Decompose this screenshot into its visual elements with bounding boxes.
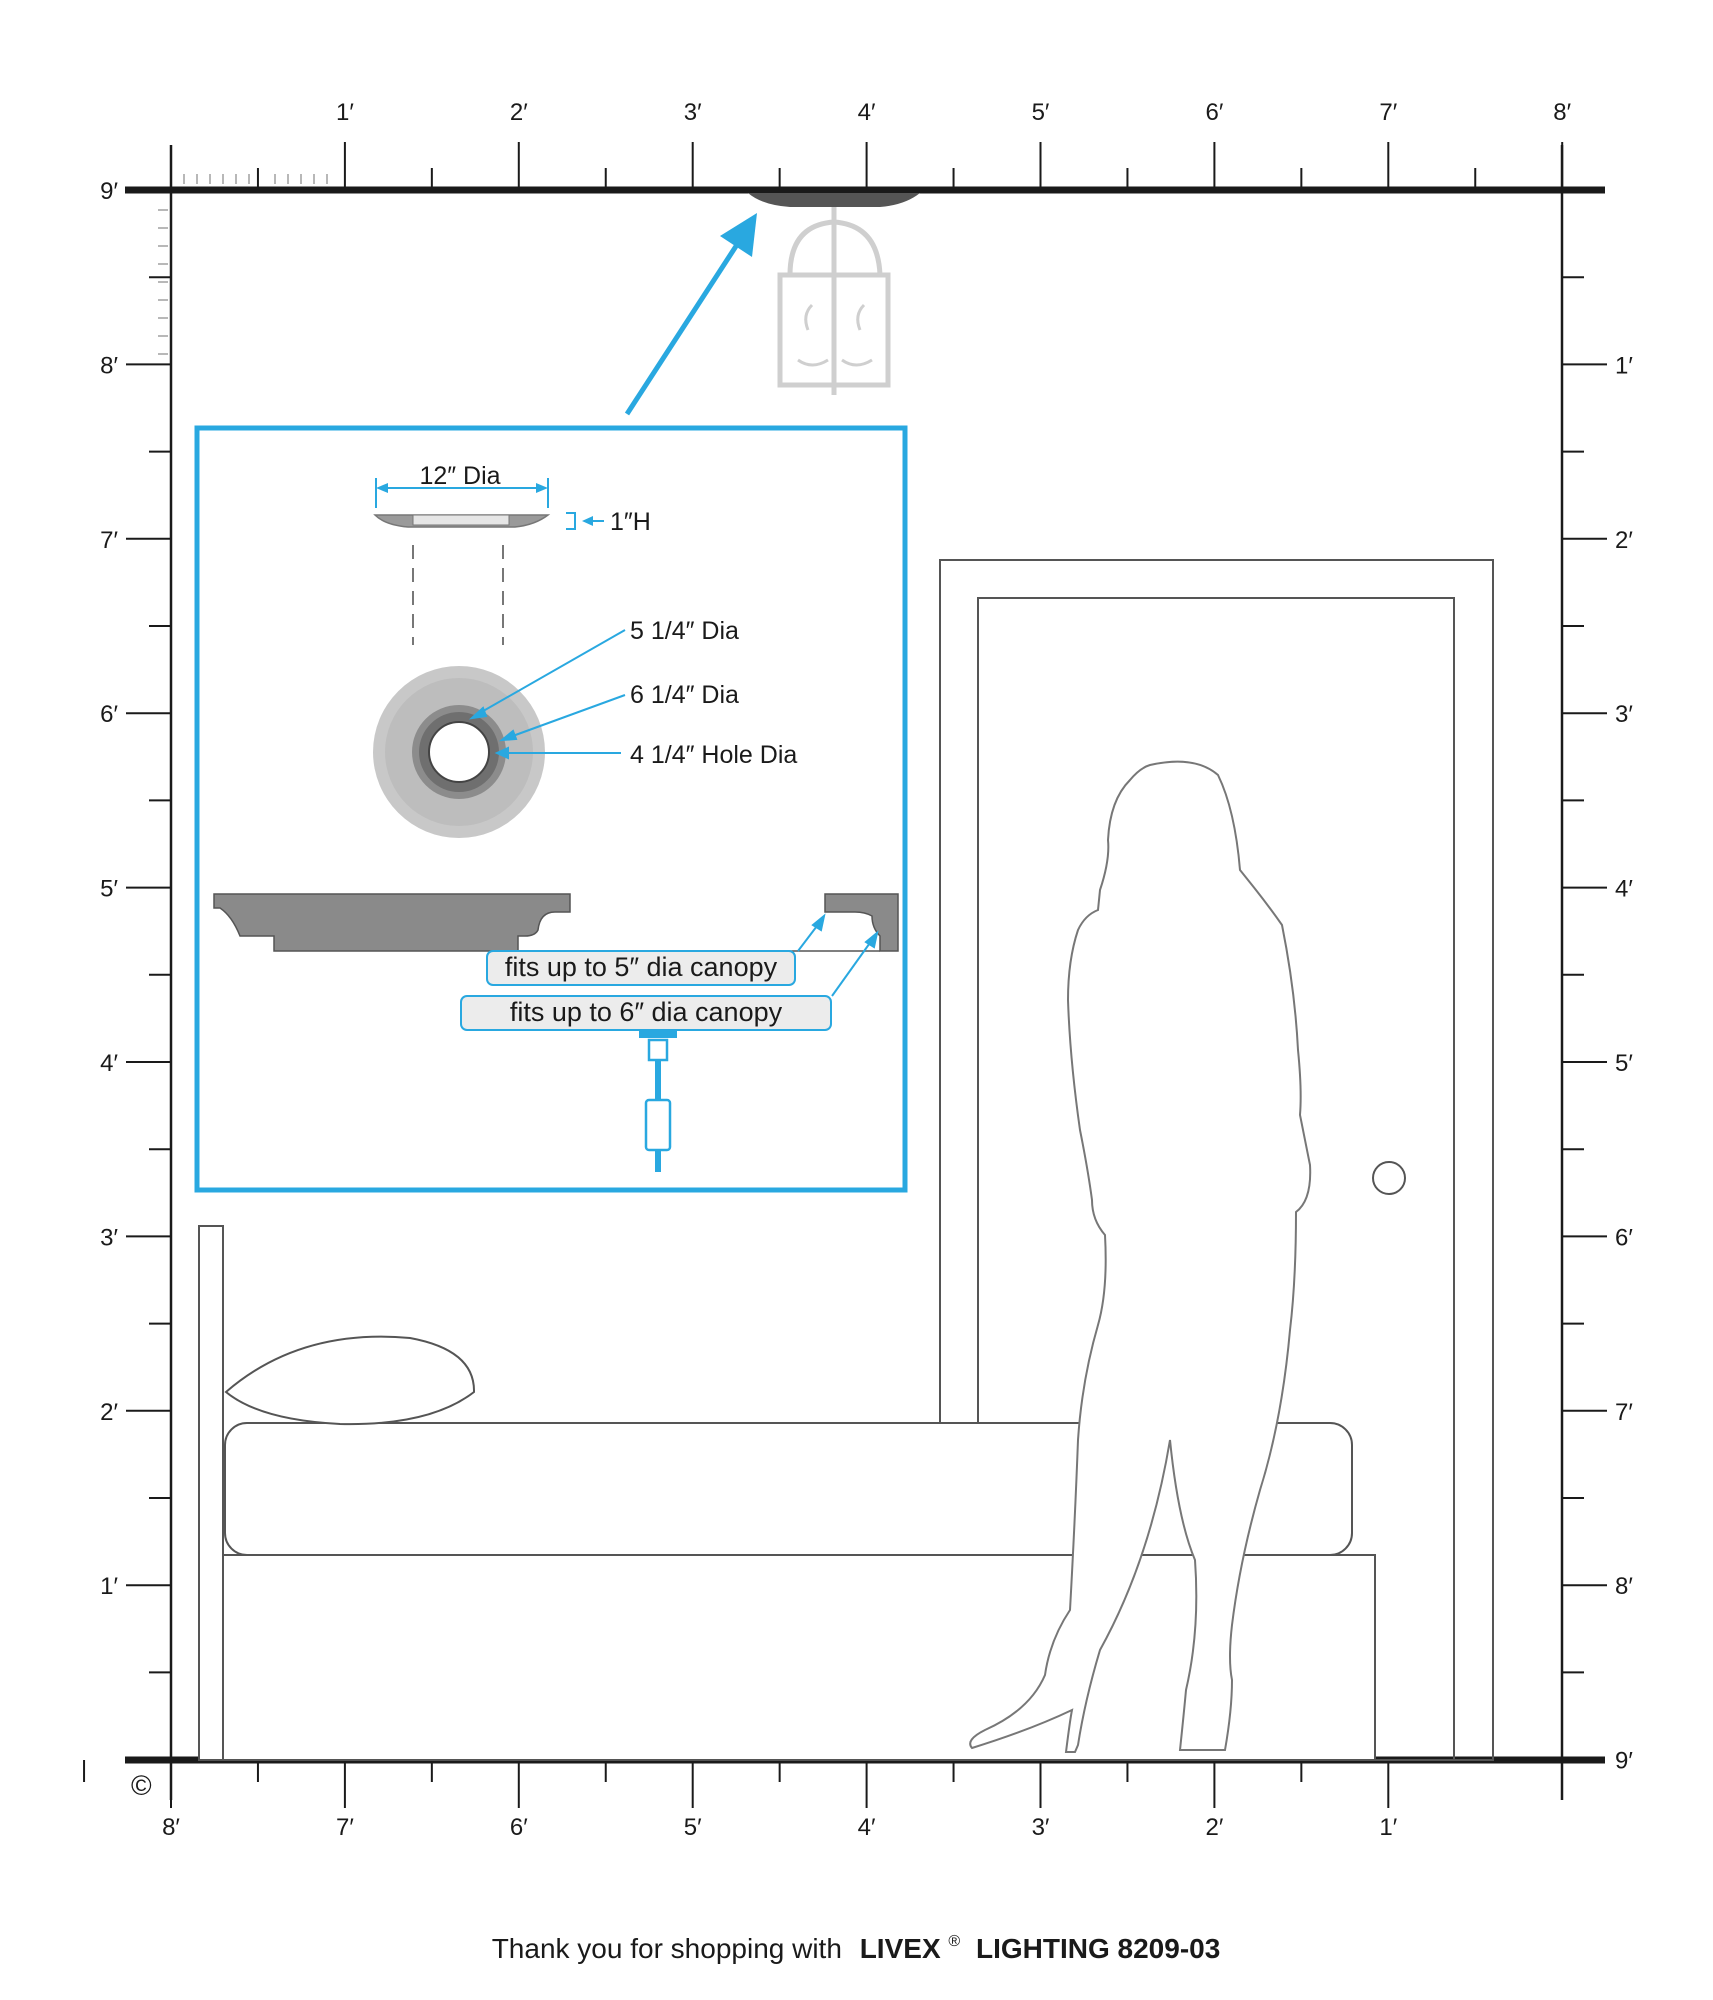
right-scale-label: 2′ (1615, 527, 1633, 554)
medallion-top-view (373, 666, 545, 838)
outer-ring-label: 6 1/4″ Dia (630, 681, 739, 709)
left-ruler-ticks (126, 276, 171, 1674)
left-scale-label: 2′ (100, 1399, 118, 1426)
left-scale-label: 5′ (100, 876, 118, 903)
door-knob (1372, 1161, 1406, 1195)
bottom-ruler-ticks (83, 1760, 1390, 1808)
bottom-scale-label: 5′ (684, 1814, 702, 1841)
right-scale-label: 6′ (1615, 1224, 1633, 1251)
footer-registered: ® (948, 1933, 960, 1950)
dia-label: 12″ Dia (419, 462, 500, 490)
right-scale-label: 1′ (1615, 352, 1633, 379)
top-scale-label: 6′ (1205, 99, 1223, 126)
height-label: 1″H (610, 508, 651, 536)
bed-mattress (224, 1422, 1353, 1556)
left-scale-label: 8′ (100, 352, 118, 379)
right-scale-label: 3′ (1615, 701, 1633, 728)
right-scale-label: 9′ (1615, 1748, 1633, 1775)
footer-product: LIGHTING 8209-03 (976, 1933, 1220, 1964)
top-scale-label: 1′ (336, 99, 354, 126)
bottom-scale-label: 3′ (1032, 1814, 1050, 1841)
right-ruler-ticks (1562, 276, 1607, 1674)
bottom-scale-label: 7′ (336, 1814, 354, 1841)
left-scale-label: 6′ (100, 701, 118, 728)
medallion-cross-section (213, 893, 899, 952)
bottom-scale-label: 2′ (1205, 1814, 1223, 1841)
top-scale-label: 5′ (1032, 99, 1050, 126)
canopy-6-label: fits up to 6″ dia canopy (510, 997, 783, 1027)
callout-arrow (624, 213, 757, 416)
left-scale-label: 7′ (100, 527, 118, 554)
left-scale-label: 9′ (100, 178, 118, 205)
ceiling-medallion-installed (748, 193, 920, 207)
top-scale-label: 7′ (1379, 99, 1397, 126)
copyright-mark: © (131, 1770, 152, 1801)
bottom-scale-label: 1′ (1379, 1814, 1397, 1841)
person-silhouette (969, 760, 1312, 1753)
ceiling-fixture (748, 193, 920, 395)
chain-stub (639, 1030, 677, 1172)
right-scale-label: 5′ (1615, 1050, 1633, 1077)
pillow (224, 1335, 476, 1426)
top-scale-label: 2′ (510, 99, 528, 126)
fine-scale-marks (158, 174, 328, 355)
left-scale-label: 3′ (100, 1224, 118, 1251)
inset-border (194, 425, 908, 1193)
footer-brand: LIVEX (860, 1933, 941, 1964)
canopy-5-label: fits up to 5″ dia canopy (505, 952, 778, 982)
right-scale-label: 4′ (1615, 876, 1633, 903)
hole-label: 4 1/4″ Hole Dia (630, 741, 797, 769)
bed-headboard (198, 1225, 224, 1761)
left-scale-label: 1′ (100, 1573, 118, 1600)
bottom-scale-label: 8′ (162, 1814, 180, 1841)
footer-thanks: Thank you for shopping with (492, 1933, 842, 1964)
detail-inset: 12″ Dia 1″H 5 1/4″ Dia 6 (194, 425, 908, 1193)
inner-dia-label: 5 1/4″ Dia (630, 617, 739, 645)
top-scale-label: 3′ (684, 99, 702, 126)
right-scale-label: 8′ (1615, 1573, 1633, 1600)
bottom-scale-label: 6′ (510, 1814, 528, 1841)
right-scale-label: 7′ (1615, 1399, 1633, 1426)
lantern-fixture (777, 207, 891, 395)
canopy-5-box (486, 950, 796, 986)
top-ruler-ticks (256, 142, 1564, 190)
bottom-scale-label: 4′ (858, 1814, 876, 1841)
top-scale-label: 4′ (858, 99, 876, 126)
footer-line: Thank you for shopping with LIVEX ® LIGH… (492, 1921, 1221, 1964)
top-scale-label: 8′ (1553, 99, 1571, 126)
left-scale-label: 4′ (100, 1050, 118, 1077)
